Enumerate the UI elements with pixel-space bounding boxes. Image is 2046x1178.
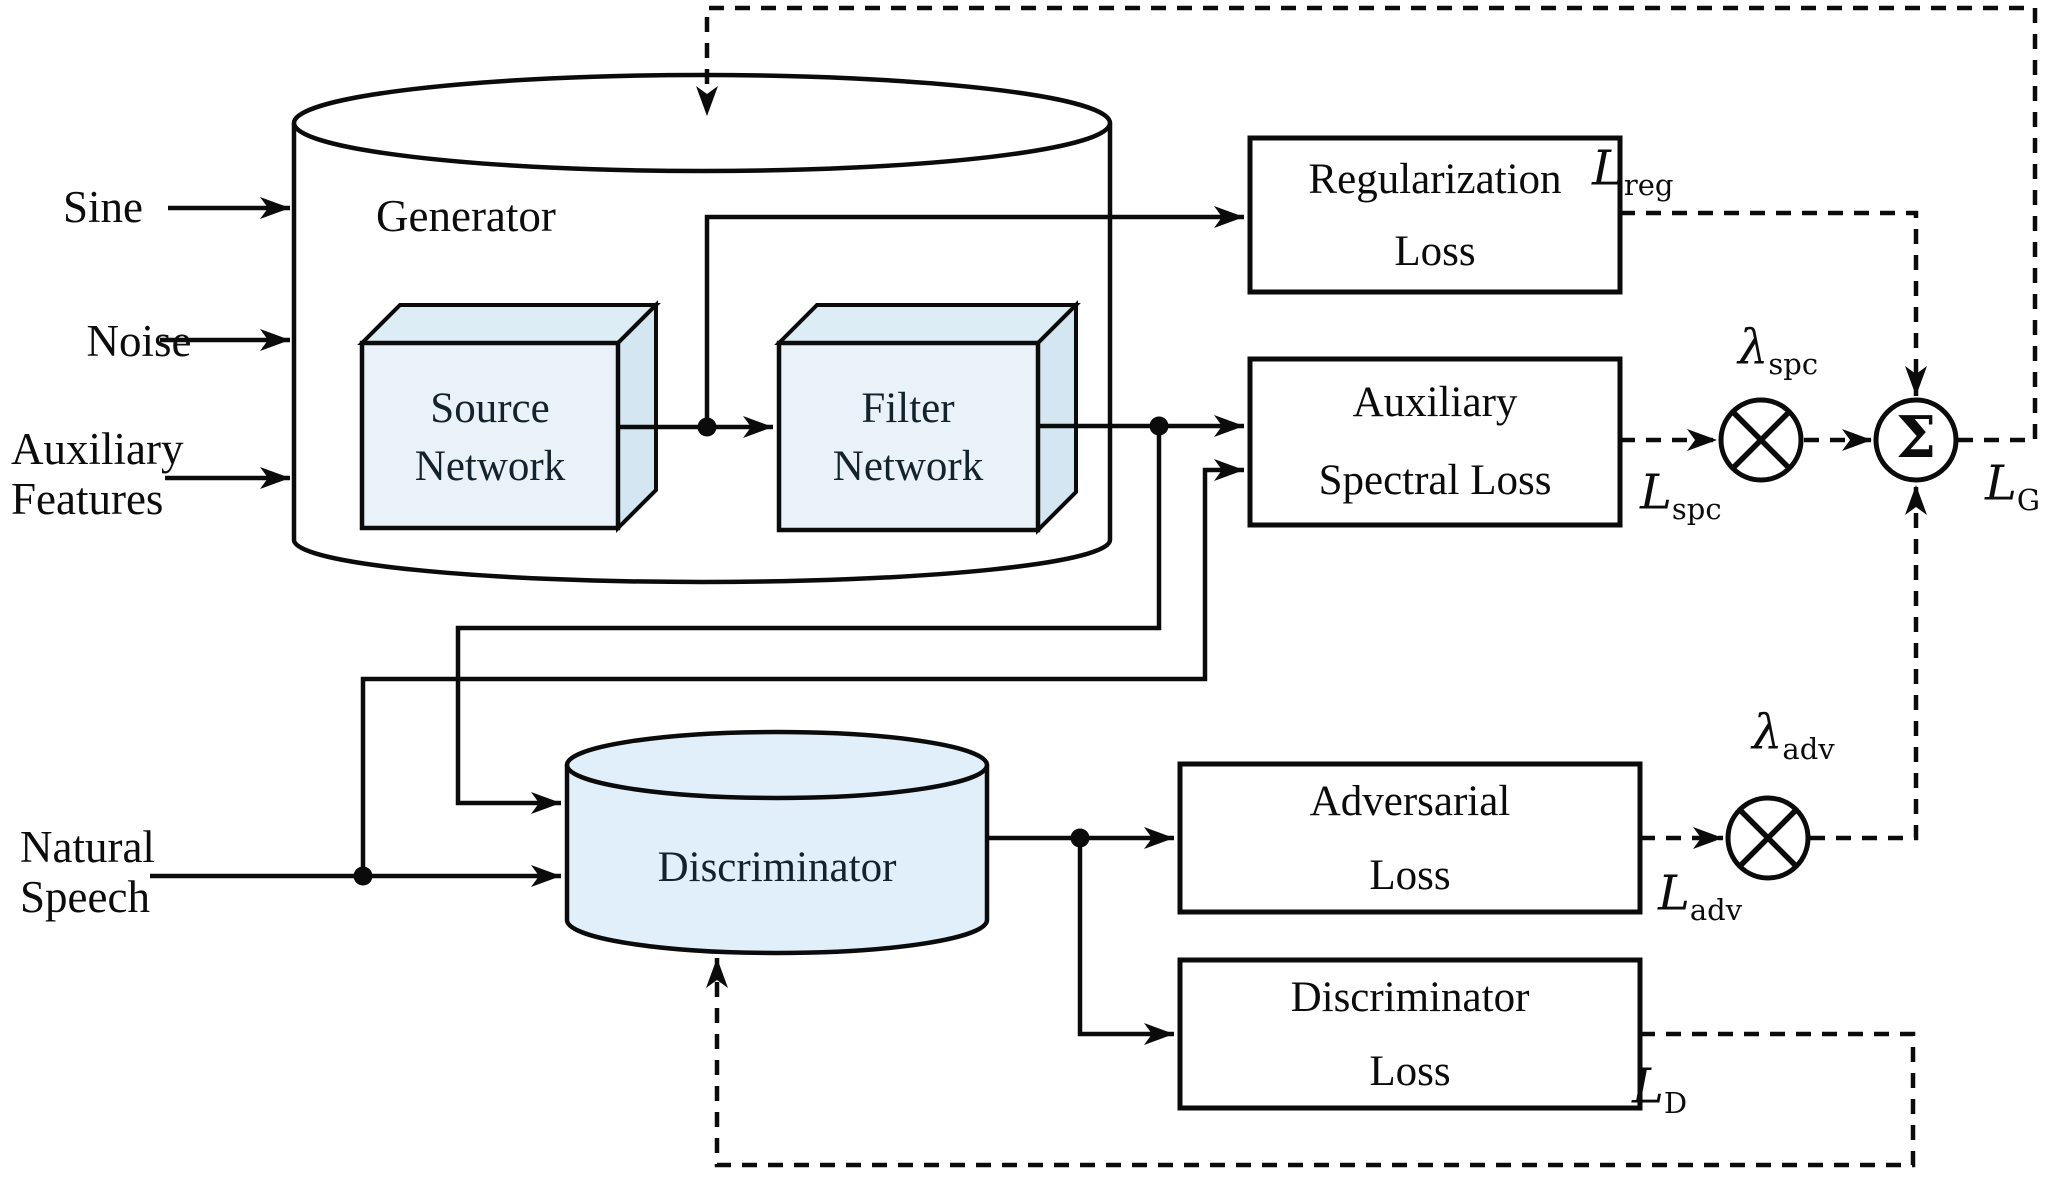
discriminator-to-discriminator-loss <box>1077 838 1174 1045</box>
regularization-loss-to-sum <box>1620 210 1927 396</box>
filter-network-label-line2: Network <box>832 442 984 490</box>
natural-speech-label: Natural Speech <box>20 822 155 923</box>
discriminator-label: Discriminator <box>657 843 897 891</box>
lambda-adv-label: λadv <box>1752 704 1835 766</box>
discriminator-cylinder <box>564 729 990 956</box>
adversarial-loss-label-line2: Loss <box>1369 851 1451 899</box>
auxiliary-spectral-loss-label-line1: Auxiliary <box>1352 378 1518 426</box>
generator-loss-feedback <box>696 5 2038 443</box>
auxiliary-spectral-loss-label-line2: Spectral Loss <box>1318 456 1552 504</box>
filter-network-label-line1: Filter <box>861 384 955 432</box>
regularization-loss-label-line1: Regularization <box>1308 155 1562 203</box>
l-reg-label: Lreg <box>1592 140 1674 202</box>
sine-label: Sine <box>62 181 144 232</box>
source-network-box <box>357 300 661 533</box>
auxiliary-features-label: Auxiliary Features <box>11 424 184 525</box>
regularization-loss-label-line2: Loss <box>1394 227 1476 275</box>
filter-network-box <box>774 300 1081 535</box>
discriminator-loss-label-line2: Loss <box>1369 1047 1451 1095</box>
discriminator-loss-label-line1: Discriminator <box>1290 973 1530 1021</box>
sum-symbol: Σ <box>1895 404 1937 472</box>
noise-label: Noise <box>86 315 192 366</box>
regularization-loss-box <box>1247 135 1623 295</box>
generator-label: Generator <box>376 190 556 241</box>
l-d-label: LD <box>1632 1058 1688 1120</box>
source-network-label-line2: Network <box>414 442 566 490</box>
l-adv-label: Ladv <box>1658 865 1743 927</box>
l-spc-label: Lspc <box>1640 464 1722 526</box>
discriminator-loss-feedback <box>706 958 1916 1168</box>
multiply-adv-to-sum <box>1810 485 1927 841</box>
lambda-spc-label: λspc <box>1738 319 1819 381</box>
source-network-label-line1: Source <box>430 384 550 432</box>
sum-icon <box>1873 397 1959 483</box>
source-output-to-regularization <box>704 206 1244 427</box>
multiply-spc-icon <box>1718 397 1804 483</box>
natural-speech-to-aux-spectral <box>360 459 1244 876</box>
discriminator-loss-box <box>1177 957 1643 1111</box>
adversarial-loss-box <box>1177 761 1643 915</box>
multiply-adv-icon <box>1725 795 1811 881</box>
l-g-label: LG <box>1985 455 2041 517</box>
junction-dots <box>353 416 1169 886</box>
adversarial-loss-label-line1: Adversarial <box>1309 777 1511 825</box>
generated-speech-to-discriminator <box>455 426 1162 814</box>
auxiliary-spectral-loss-box <box>1247 356 1623 528</box>
